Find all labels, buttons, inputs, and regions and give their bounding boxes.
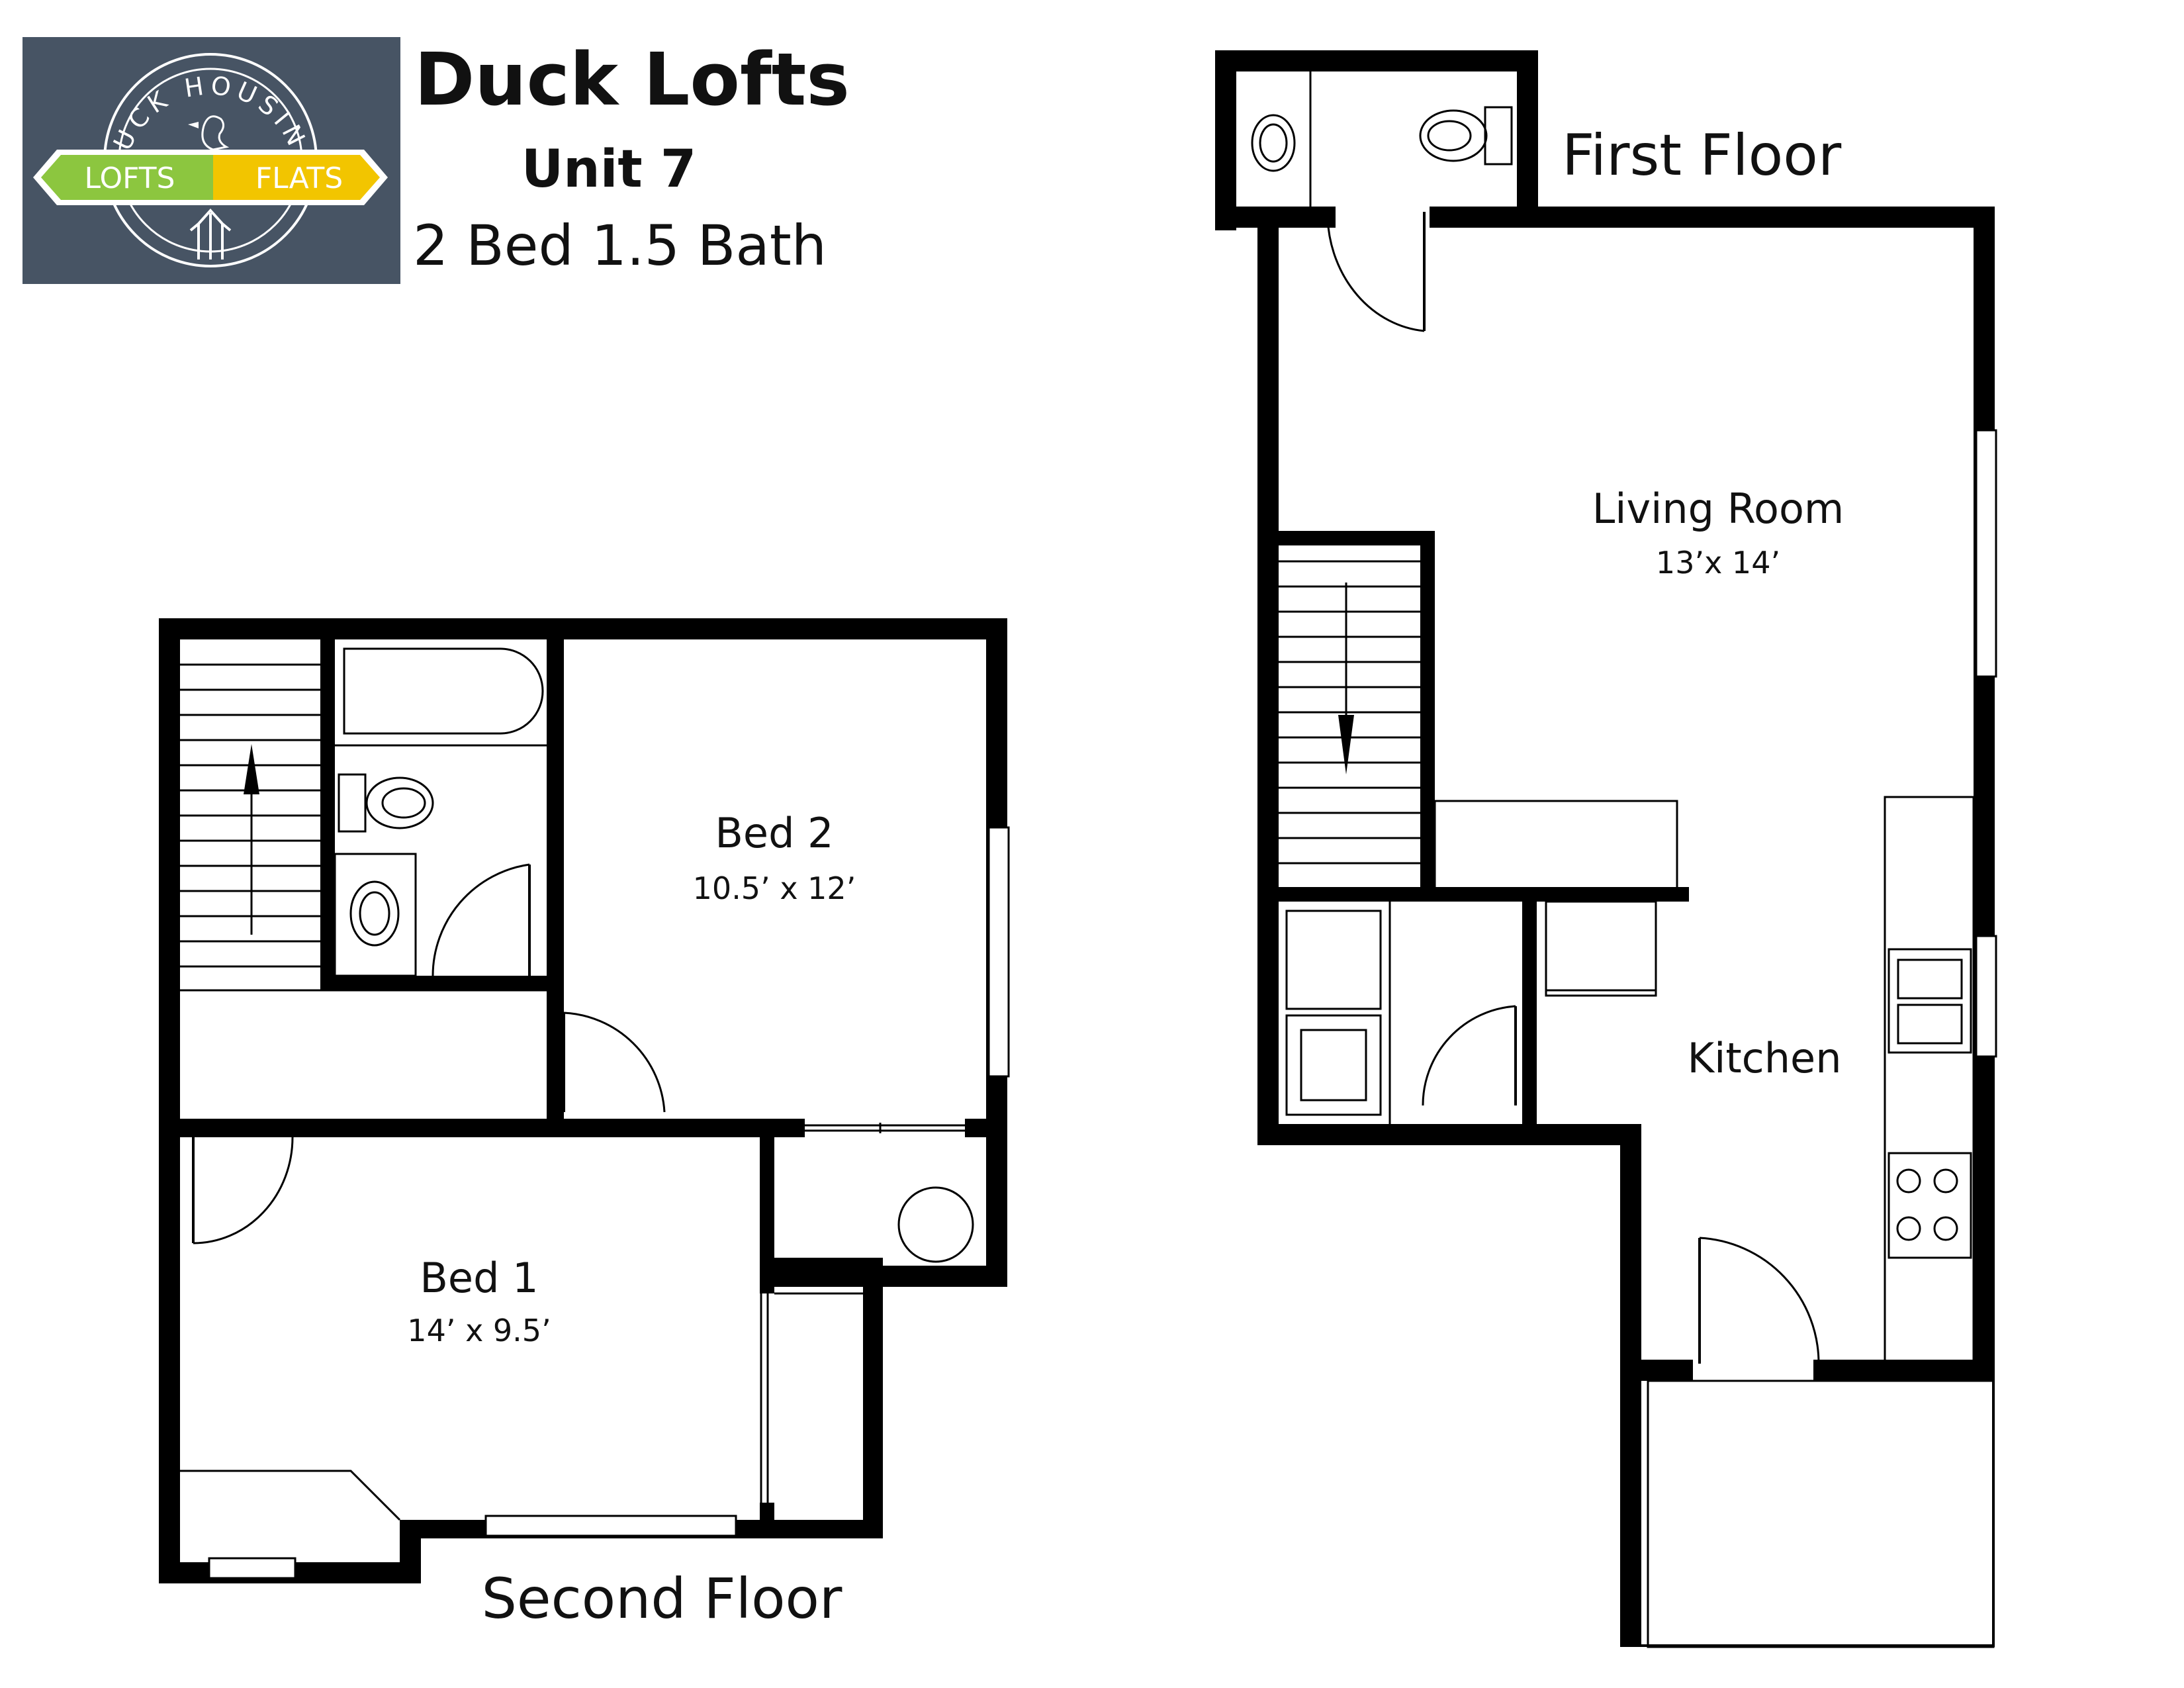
stove-icon [1888, 1152, 1972, 1259]
arrow-up-icon [189, 209, 232, 259]
counter [1433, 800, 1678, 890]
entry-door-icon [1698, 1237, 1820, 1364]
kitchen-label: Kitchen [1687, 1034, 1841, 1082]
window [1975, 429, 1997, 678]
logo-flats-banner [213, 155, 380, 200]
bed1-size: 14’ x 9.5’ [407, 1313, 551, 1348]
logo-lofts-banner [41, 155, 213, 200]
window [208, 1557, 296, 1579]
kitchen-sink-icon [1888, 948, 1972, 1054]
sink-icon [1251, 114, 1296, 172]
staircase-down [1279, 560, 1420, 865]
logo-lofts-text: LOFTS [85, 162, 175, 195]
window [987, 826, 1010, 1078]
door-icon [432, 863, 531, 976]
first-floor-plan [1215, 50, 1997, 1648]
patio [1647, 1380, 1995, 1648]
kitchen-counter [1884, 796, 1975, 1368]
door-icon [192, 1137, 294, 1244]
sink-icon [334, 853, 417, 977]
window [484, 1515, 737, 1537]
window [1975, 935, 1997, 1058]
dryer [1285, 1014, 1382, 1116]
logo-flats-text: FLATS [255, 162, 343, 195]
page-title: Duck Lofts [414, 37, 850, 122]
duck-head-icon [188, 115, 230, 151]
bathtub-icon [335, 647, 547, 747]
second-floor-plan [159, 618, 1010, 1583]
toilet-icon [338, 773, 434, 833]
toilet-icon [1419, 106, 1513, 165]
water-heater [897, 1186, 974, 1263]
living-room-label: Living Room [1592, 485, 1844, 533]
arrow-down-icon [1338, 583, 1354, 774]
bed1-label: Bed 1 [420, 1254, 538, 1302]
refrigerator [1545, 900, 1657, 997]
door-icon [1326, 212, 1426, 332]
duck-housing-logo: DUCK HOUSING LOFTS FLATS [23, 37, 400, 284]
unit-number: Unit 7 [522, 140, 696, 199]
bed2-size: 10.5’ x 12’ [693, 870, 856, 906]
second-floor-label: Second Floor [482, 1566, 842, 1631]
living-room-size: 13’x 14’ [1656, 545, 1780, 581]
unit-summary: 2 Bed 1.5 Bath [413, 213, 827, 278]
bed2-label: Bed 2 [715, 809, 833, 857]
built-in-desk [180, 1470, 401, 1521]
door-icon [563, 1011, 666, 1113]
arrow-up-icon [244, 744, 259, 935]
door-icon [1422, 1005, 1517, 1106]
washer [1285, 910, 1382, 1010]
first-floor-label: First Floor [1562, 122, 1842, 189]
